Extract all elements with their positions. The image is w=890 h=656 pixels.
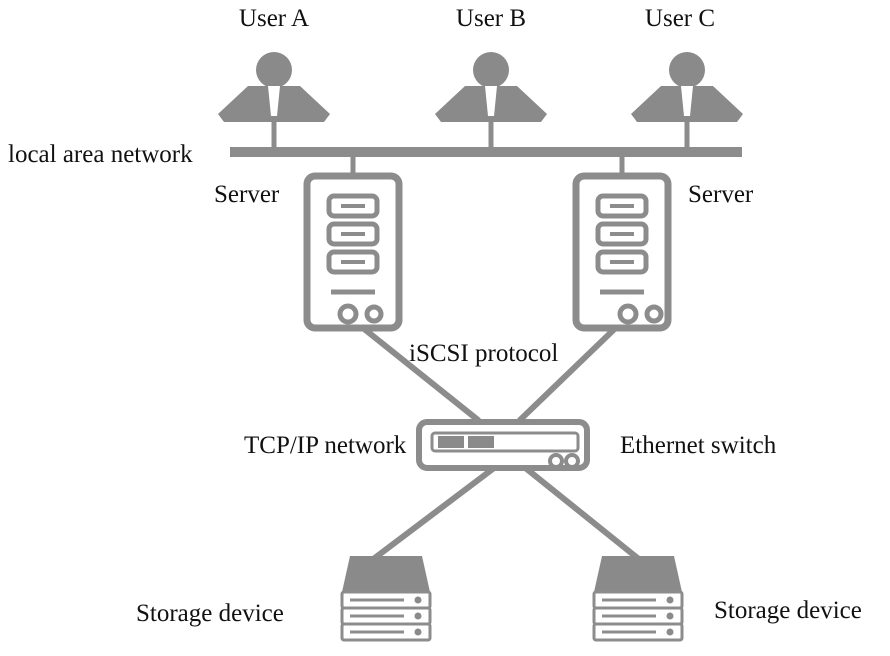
server-left-label: Server [214,181,280,208]
user-b-icon [435,52,547,122]
storage-right-link [515,459,643,563]
server-left-ports [337,303,384,325]
user-a-label: User A [238,5,310,32]
user-a-icon [218,52,330,122]
iscsi-left-link [345,313,481,423]
ethernet-switch-icon [416,419,590,471]
server-right-label: Server [688,181,754,208]
storage-right-label: Storage device [714,597,862,624]
tcpip-network-label: TCP/IP network [244,432,407,459]
user-c-label: User C [644,5,716,32]
iscsi-right-link [517,313,631,423]
storage-left-icon [340,554,432,642]
storage-left-label: Storage device [136,600,284,627]
storage-right-icon [592,554,684,642]
ethernet-switch-label: Ethernet switch [620,432,777,459]
connection-lines [230,119,742,563]
user-b-label: User B [455,5,527,32]
lan-label: local area network [8,141,193,168]
iscsi-protocol-label: iSCSI protocol [409,340,559,367]
storage-left-link [369,459,505,563]
server-right-ports [617,303,664,325]
user-c-icon [631,52,743,122]
